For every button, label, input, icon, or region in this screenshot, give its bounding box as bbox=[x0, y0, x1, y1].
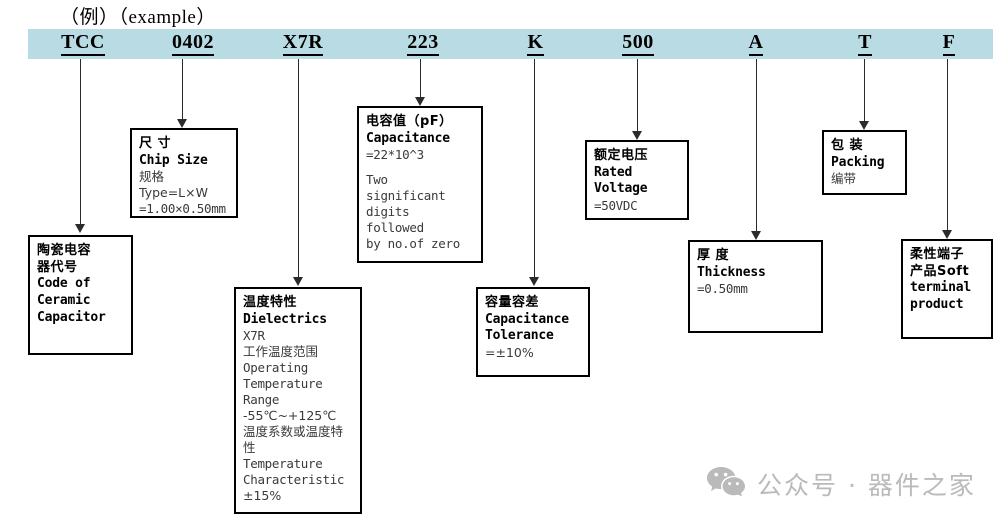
box-thickness-line-0: 厚 度 bbox=[697, 248, 730, 263]
code-segment-a[interactable]: A bbox=[708, 29, 804, 59]
code-segment-500-label: 500 bbox=[622, 32, 654, 56]
box-dielectrics-line-11: ±15% bbox=[243, 488, 282, 504]
box-rated-voltage-line-1: Rated bbox=[594, 164, 633, 180]
arrow-head-t bbox=[859, 121, 869, 130]
box-packing-line-2: 编带 bbox=[831, 171, 857, 187]
box-ceramic-capacitor-line-0: 陶瓷电容 bbox=[37, 243, 92, 258]
box-capacitance-line-4: Two significant bbox=[366, 172, 446, 204]
box-capacitance-tolerance-line-3: =±10% bbox=[485, 344, 534, 360]
code-segment-223-label: 223 bbox=[407, 32, 439, 56]
connector-line-tcc bbox=[80, 59, 81, 225]
watermark: 公众号 · 器件之家 bbox=[706, 465, 976, 502]
arrow-head-223 bbox=[415, 97, 425, 106]
box-ceramic-capacitor-line-3: Ceramic bbox=[37, 292, 91, 308]
box-chip-size-line-1: Chip Size bbox=[139, 152, 208, 168]
box-dielectrics-line-8: 性 bbox=[243, 440, 256, 456]
box-chip-size-line-0: 尺 寸 bbox=[139, 136, 172, 151]
box-ceramic-capacitor: 陶瓷电容 器代号 Code of Ceramic Capacitor bbox=[28, 235, 133, 355]
box-dielectrics-line-9: Temperature bbox=[243, 456, 323, 472]
box-chip-size-line-2: 规格 Type=L×W bbox=[139, 169, 208, 201]
code-segment-f[interactable]: F bbox=[905, 29, 993, 59]
wechat-icon bbox=[706, 465, 746, 502]
arrow-head-500 bbox=[632, 131, 642, 140]
code-segment-223[interactable]: 223 bbox=[368, 29, 478, 59]
code-segment-k[interactable]: K bbox=[488, 29, 583, 59]
box-capacitance-tolerance: 容量容差 Capacitance Tolerance =±10% bbox=[476, 287, 590, 377]
arrow-head-0402 bbox=[177, 119, 187, 128]
box-capacitance-line-2: =22*10^3 bbox=[366, 147, 424, 163]
box-dielectrics: 温度特性 Dielectrics X7R 工作温度范围 Operating Te… bbox=[234, 287, 362, 514]
box-thickness-line-1: Thickness bbox=[697, 264, 766, 280]
connector-line-223 bbox=[420, 59, 421, 98]
code-segment-0402[interactable]: 0402 bbox=[138, 29, 248, 59]
code-segment-k-label: K bbox=[527, 32, 544, 56]
box-rated-voltage-line-3: =50VDC bbox=[594, 197, 638, 213]
box-packing-line-0: 包 装 bbox=[831, 138, 864, 153]
box-dielectrics-line-5: Temperature Range bbox=[243, 376, 330, 408]
box-ceramic-capacitor-line-4: Capacitor bbox=[37, 309, 106, 325]
box-dielectrics-line-7: 温度系数或温度特 bbox=[243, 424, 344, 440]
box-thickness: 厚 度 Thickness =0.50mm bbox=[688, 240, 823, 333]
connector-line-x7r bbox=[298, 59, 299, 278]
connector-line-500 bbox=[637, 59, 638, 132]
box-ceramic-capacitor-line-1: 器代号 bbox=[37, 259, 78, 275]
box-soft-terminal: 柔性端子 产品Soft terminal product bbox=[901, 239, 993, 339]
arrow-head-tcc bbox=[75, 224, 85, 233]
box-soft-terminal-line-2: terminal bbox=[910, 280, 972, 296]
box-thickness-line-2: =0.50mm bbox=[697, 281, 748, 297]
watermark-text: 公众号 · 器件之家 bbox=[757, 470, 976, 500]
code-segment-0402-label: 0402 bbox=[172, 32, 214, 56]
box-dielectrics-line-3: 工作温度范围 bbox=[243, 344, 319, 360]
connector-line-k bbox=[534, 59, 535, 278]
box-dielectrics-line-10: Characteristic bbox=[243, 472, 345, 488]
code-segment-f-label: F bbox=[942, 32, 956, 56]
code-segment-tcc[interactable]: TCC bbox=[28, 29, 138, 59]
code-segment-tcc-label: TCC bbox=[61, 32, 105, 56]
box-dielectrics-line-1: Dielectrics bbox=[243, 311, 327, 327]
box-dielectrics-line-0: 温度特性 bbox=[243, 295, 298, 310]
box-soft-terminal-line-0: 柔性端子 bbox=[910, 247, 965, 262]
box-rated-voltage-line-2: Voltage bbox=[594, 181, 648, 197]
code-segment-a-label: A bbox=[748, 32, 764, 56]
box-packing: 包 装 Packing 编带 bbox=[822, 130, 907, 195]
box-capacitance-line-6: by no.of zero bbox=[366, 236, 460, 252]
arrow-head-k bbox=[529, 277, 539, 286]
connector-line-f bbox=[947, 59, 948, 231]
code-segment-500[interactable]: 500 bbox=[588, 29, 688, 59]
box-chip-size-line-3: =1.00×0.50mm bbox=[139, 201, 226, 217]
box-capacitance-spacer bbox=[366, 163, 474, 172]
box-rated-voltage-line-0: 额定电压 bbox=[594, 148, 649, 163]
box-dielectrics-line-6: -55℃~+125℃ bbox=[243, 408, 337, 424]
box-ceramic-capacitor-line-2: Code of bbox=[37, 276, 91, 292]
box-soft-terminal-line-3: product bbox=[910, 296, 964, 312]
arrow-head-a bbox=[751, 231, 761, 240]
box-capacitance-line-1: Capacitance bbox=[366, 130, 450, 146]
connector-line-0402 bbox=[182, 59, 183, 120]
connector-line-t bbox=[864, 59, 865, 122]
code-segment-t-label: T bbox=[858, 32, 872, 56]
box-packing-line-1: Packing bbox=[831, 154, 885, 170]
box-rated-voltage: 额定电压 Rated Voltage =50VDC bbox=[585, 140, 689, 220]
box-capacitance-line-5: digits followed bbox=[366, 204, 424, 236]
arrow-head-f bbox=[942, 230, 952, 239]
code-segment-t[interactable]: T bbox=[820, 29, 910, 59]
box-dielectrics-line-2: X7R bbox=[243, 328, 265, 344]
connector-line-a bbox=[756, 59, 757, 232]
box-capacitance: 电容值（pF） Capacitance =22*10^3 Two signifi… bbox=[357, 106, 483, 263]
box-chip-size: 尺 寸 Chip Size 规格 Type=L×W =1.00×0.50mm bbox=[130, 128, 238, 218]
box-capacitance-line-0: 电容值（pF） bbox=[366, 114, 453, 129]
box-capacitance-tolerance-line-1: Capacitance bbox=[485, 311, 569, 327]
box-capacitance-tolerance-line-0: 容量容差 bbox=[485, 295, 540, 310]
box-capacitance-tolerance-line-2: Tolerance bbox=[485, 328, 554, 344]
arrow-head-x7r bbox=[293, 277, 303, 286]
code-segment-x7r[interactable]: X7R bbox=[248, 29, 358, 59]
box-soft-terminal-line-1: 产品Soft bbox=[910, 263, 970, 279]
code-segment-x7r-label: X7R bbox=[282, 32, 324, 56]
page-title: （例）（example） bbox=[60, 7, 216, 28]
box-dielectrics-line-4: Operating bbox=[243, 360, 309, 376]
